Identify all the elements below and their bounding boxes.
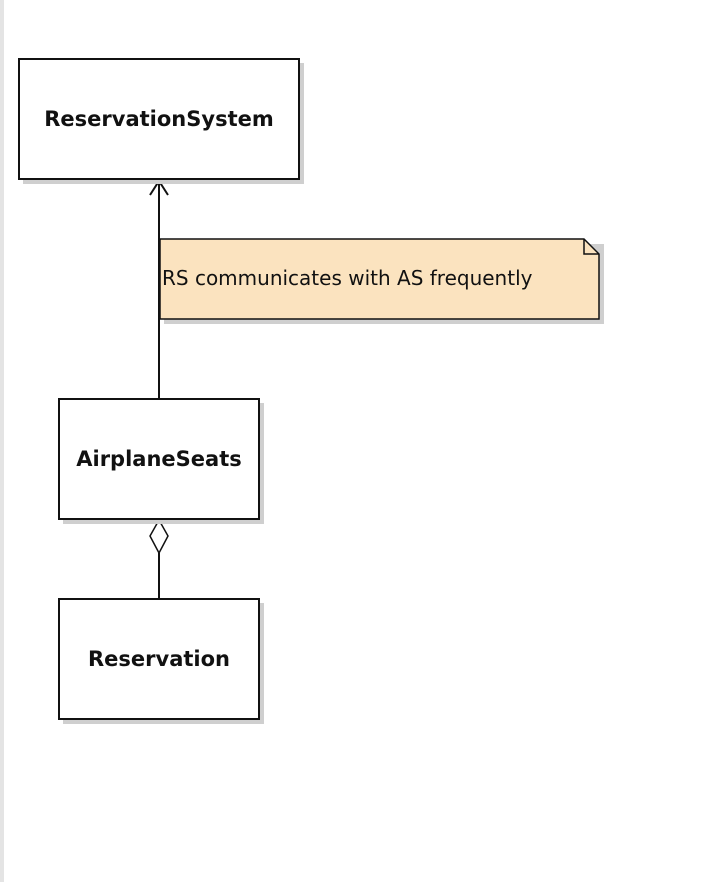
note-body <box>159 238 600 320</box>
class-name: AirplaneSeats <box>76 447 241 471</box>
aggregation-edge[interactable] <box>149 518 169 599</box>
class-box <box>18 58 300 180</box>
note-folded-corner-icon <box>583 239 599 255</box>
class-name: Reservation <box>88 647 230 671</box>
class-airplane-seats[interactable]: AirplaneSeats <box>58 398 264 524</box>
note-text: RS communicates with AS frequently <box>162 266 533 290</box>
class-name: ReservationSystem <box>44 107 273 131</box>
aggregation-diamond-icon <box>149 518 169 555</box>
note[interactable]: RS communicates with AS frequently <box>159 238 604 324</box>
class-reservation[interactable]: Reservation <box>58 598 264 724</box>
class-box <box>58 398 260 520</box>
class-box <box>58 598 260 720</box>
canvas-left-border <box>0 0 4 882</box>
class-reservation-system[interactable]: ReservationSystem <box>18 58 304 184</box>
